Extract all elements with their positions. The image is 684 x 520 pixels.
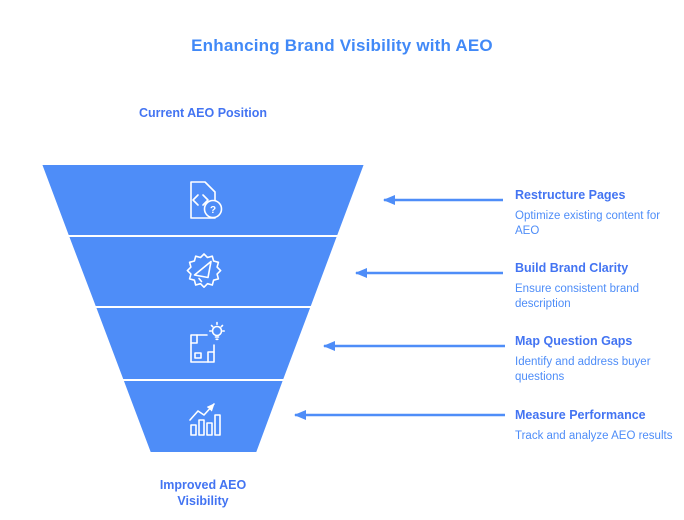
stage-description: Optimize existing content for AEO bbox=[515, 210, 661, 237]
stage-title: Restructure Pages bbox=[515, 188, 626, 202]
map-lightbulb-icon bbox=[190, 321, 225, 363]
stage-title: Map Question Gaps bbox=[515, 334, 633, 348]
code-file-question-icon: ? bbox=[190, 181, 223, 219]
badge-megaphone-icon bbox=[186, 253, 222, 288]
funnel-stage-1 bbox=[39, 163, 367, 237]
funnel-stage-4 bbox=[121, 379, 286, 454]
bar-chart-growth-icon bbox=[189, 403, 221, 436]
stage-description: Identify and address buyer questions bbox=[515, 356, 651, 383]
stage-description: Track and analyze AEO results bbox=[515, 430, 673, 442]
funnel-stage-2 bbox=[66, 235, 340, 308]
stage-title: Build Brand Clarity bbox=[515, 261, 629, 275]
stage-label-3: Map Question Gaps Identify and address b… bbox=[515, 334, 681, 385]
stage-label-2: Build Brand Clarity Ensure consistent br… bbox=[515, 261, 681, 312]
funnel-bottom-label: Improved AEO Visibility bbox=[159, 478, 247, 508]
stage-title: Measure Performance bbox=[515, 408, 646, 422]
funnel-stage-3 bbox=[93, 306, 313, 381]
question-mark-glyph: ? bbox=[210, 205, 216, 216]
funnel-top-label: Current AEO Position bbox=[138, 106, 267, 120]
page-title: Enhancing Brand Visibility with AEO bbox=[191, 36, 493, 55]
stage-description: Ensure consistent brand description bbox=[515, 283, 640, 310]
stage-label-4: Measure Performance Track and analyze AE… bbox=[515, 408, 681, 444]
stage-label-1: Restructure Pages Optimize existing cont… bbox=[515, 188, 681, 239]
